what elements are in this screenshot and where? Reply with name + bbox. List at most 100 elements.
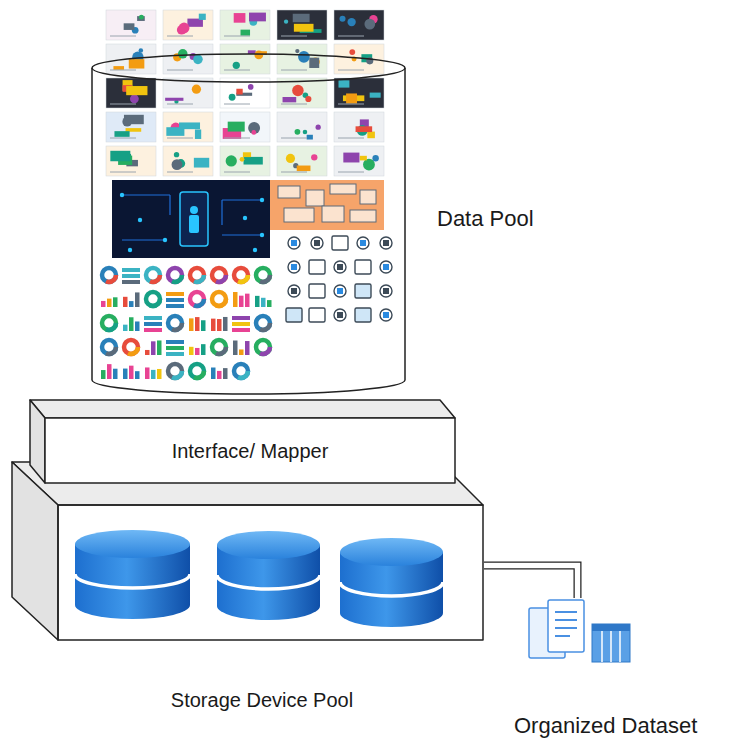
- bar-icon: [107, 299, 112, 307]
- thumbnail: [163, 112, 213, 142]
- stripe-icon: [166, 352, 184, 356]
- grid-icon-detail: [383, 240, 389, 246]
- thumbnail-dot: [139, 15, 144, 20]
- orange-panel-shape: [306, 190, 324, 206]
- donut-icon: [234, 364, 248, 378]
- thumbnail-ground: [220, 44, 270, 74]
- dataset-target: Organized Dataset: [520, 598, 635, 693]
- thumbnail-rule: [281, 36, 307, 37]
- grid-icon-detail: [291, 288, 297, 294]
- thumbnail-dot: [363, 159, 375, 171]
- thumbnail-dot: [193, 55, 203, 65]
- circuit-line: [122, 194, 170, 195]
- thumbnail-ground: [106, 78, 156, 108]
- slab-front-face: [45, 418, 455, 483]
- thumbnail-rule: [110, 104, 136, 105]
- thumbnail-dot: [364, 19, 375, 30]
- grid-icon-detail: [383, 264, 389, 270]
- bar-icon: [123, 325, 128, 331]
- thumbnail-shape: [293, 14, 310, 22]
- thumbnail-dot: [192, 85, 201, 94]
- storage-housing: Storage Device Pool: [10, 460, 484, 642]
- document-line: [555, 619, 577, 621]
- grid-icon: [288, 261, 300, 273]
- pool-label: Data Pool: [437, 206, 534, 232]
- donut-segment: [234, 268, 248, 282]
- grid-icon-detail: [337, 264, 343, 270]
- donut-icon: [168, 316, 182, 330]
- bar-icon: [145, 350, 150, 355]
- donut-segment: [168, 364, 182, 378]
- bar-icon: [233, 341, 238, 355]
- thumbnail-dot: [130, 94, 139, 103]
- image-collage: [101, 10, 392, 379]
- donut-icon: [168, 268, 182, 282]
- thumbnail: [334, 146, 384, 176]
- cylinder-top: [92, 54, 405, 82]
- thumbnail-shape: [124, 115, 144, 124]
- thumbnail-rule: [110, 36, 136, 37]
- donut-segment: [256, 340, 270, 354]
- circuit-dot: [120, 193, 124, 197]
- bar-icon: [211, 319, 216, 331]
- thumbnail-shape: [124, 23, 135, 30]
- thumbnail-dot: [233, 62, 240, 69]
- grid-icon: [355, 260, 371, 274]
- grid-icon-detail: [291, 264, 297, 270]
- donut-segment: [124, 340, 138, 354]
- thumbnail-ground: [163, 44, 213, 74]
- bar-icon: [113, 369, 118, 379]
- stripe-icon: [144, 322, 162, 326]
- thumbnail: [220, 10, 270, 40]
- thumbnail-ground: [163, 112, 213, 142]
- thumbnail: [277, 10, 327, 40]
- housing-front-face: [58, 505, 483, 640]
- pipe-outline: [484, 566, 578, 598]
- grid-icon: [309, 260, 325, 274]
- donut-segment: [146, 268, 160, 282]
- disk-top: [75, 530, 190, 558]
- donut-icon: [102, 268, 116, 282]
- thumbnail-dot: [172, 159, 183, 170]
- storage-label: Storage Device Pool: [24, 687, 500, 713]
- bar-icon: [255, 296, 260, 307]
- grid-icon: [380, 237, 392, 249]
- thumbnail-shape: [356, 126, 373, 132]
- thumbnail-dot: [286, 154, 295, 163]
- donut-segment: [256, 268, 270, 282]
- donut-icon: [168, 364, 182, 378]
- thumbnail: [220, 146, 270, 176]
- circuit-line: [221, 200, 222, 225]
- thumbnail-rule: [224, 138, 250, 139]
- table-column: [619, 631, 621, 662]
- tech-panel: [112, 180, 270, 258]
- bar-icon: [107, 364, 112, 379]
- donut-segment: [168, 268, 182, 282]
- thumbnail-ground: [106, 10, 156, 40]
- thumbnail-ground: [163, 10, 213, 40]
- thumbnail-shape: [367, 132, 375, 139]
- thumbnail-rule: [281, 138, 307, 139]
- thumbnail-rule: [110, 70, 136, 71]
- thumbnail-rule: [281, 172, 307, 173]
- donut-segment: [102, 268, 116, 282]
- thumbnail-dot: [178, 49, 188, 59]
- stripe-icon: [232, 316, 250, 320]
- thumbnail: [106, 78, 156, 108]
- bar-icon: [195, 348, 200, 355]
- orange-panel: [270, 180, 384, 230]
- thumbnail: [277, 112, 327, 142]
- bar-icon: [151, 341, 156, 355]
- bar-icon: [157, 340, 162, 355]
- mapper-slab: Interface/ Mapper: [28, 398, 458, 486]
- donut-segment: [102, 340, 116, 354]
- node-outline: [88, 6, 410, 400]
- thumbnail-shape: [110, 151, 130, 161]
- circuit-line: [222, 199, 262, 200]
- pipe-connector: [484, 566, 578, 598]
- bar-icon: [129, 301, 134, 307]
- bar-icon: [201, 344, 206, 355]
- grid-icon: [355, 284, 371, 298]
- thumbnail-rule: [338, 104, 364, 105]
